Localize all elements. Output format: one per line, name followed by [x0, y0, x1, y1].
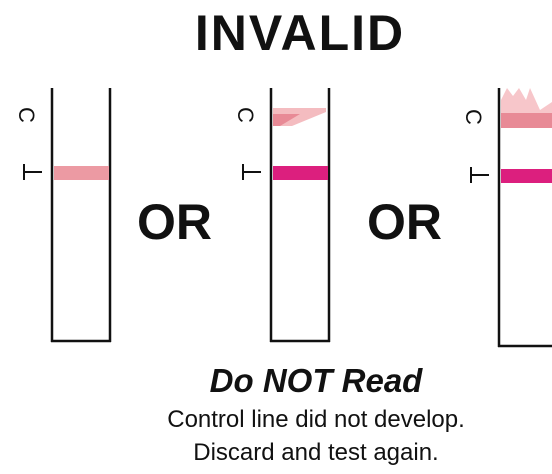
strip-1-test-band — [54, 166, 109, 180]
test-strip-3 — [497, 88, 552, 348]
c-label-strip-1: C — [14, 107, 39, 123]
strip-3-test-band — [501, 169, 552, 183]
test-strip-1 — [50, 88, 112, 343]
c-label-strip-2: C — [233, 107, 258, 123]
or-separator-1: OR — [137, 194, 212, 250]
test-strip-2 — [269, 88, 331, 343]
strip-3-control-band — [501, 113, 552, 128]
or-separator-2: OR — [367, 194, 442, 250]
t-marker-strip-1 — [23, 164, 42, 180]
strip-2-control-smear-core — [273, 114, 300, 126]
t-marker-strip-2 — [242, 164, 261, 180]
instruction-line-2: Discard and test again. — [193, 439, 439, 466]
instruction-line-1: Control line did not develop. — [167, 406, 465, 433]
t-marker-strip-3 — [470, 167, 489, 183]
instruction-heading: Do NOT Read — [209, 362, 423, 399]
page-title: INVALID — [194, 5, 406, 61]
c-label-strip-3: C — [461, 109, 486, 125]
strip-2-test-band — [273, 166, 328, 180]
